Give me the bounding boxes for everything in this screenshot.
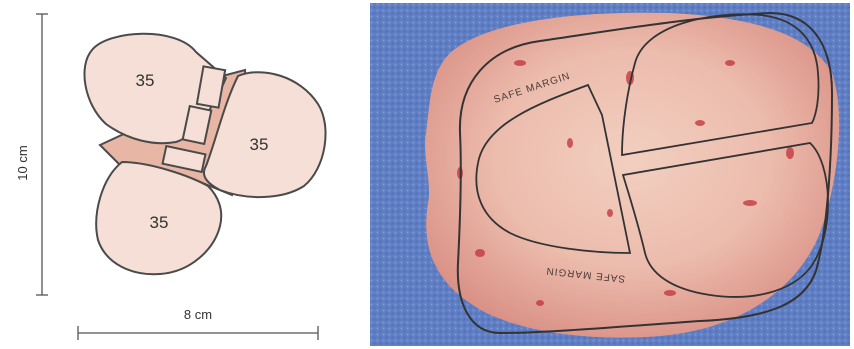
flap-diagram: 10 cm 8 cm 35 35 35 bbox=[0, 0, 360, 349]
tissue-specimen bbox=[425, 13, 839, 338]
paddle-label-right: 35 bbox=[250, 135, 269, 154]
height-label: 10 cm bbox=[15, 145, 30, 180]
paddle-label-bottom: 35 bbox=[150, 213, 169, 232]
specimen-photo: SAFE MARGIN SAFE MARGIN bbox=[370, 3, 850, 346]
width-dimension bbox=[78, 326, 318, 340]
paddle-label-top-left: 35 bbox=[136, 71, 155, 90]
width-label: 8 cm bbox=[184, 307, 212, 322]
height-dimension bbox=[36, 14, 48, 295]
